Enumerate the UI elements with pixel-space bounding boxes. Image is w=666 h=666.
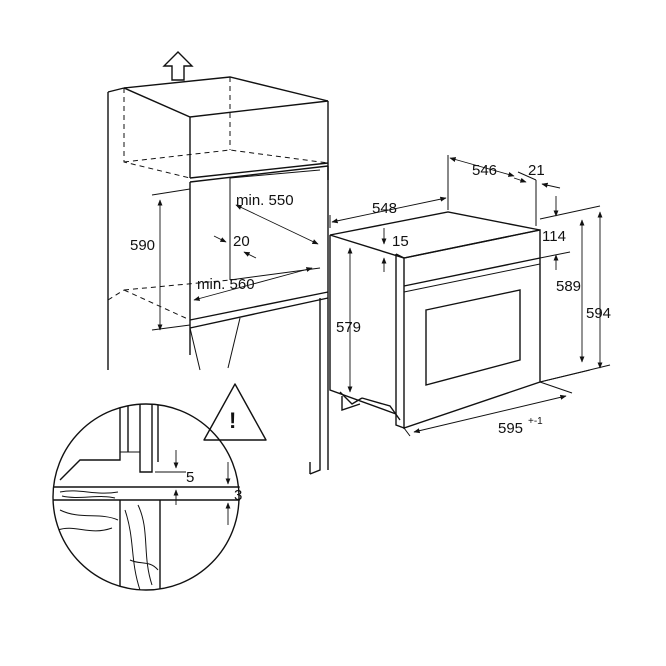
niche-height-dimension: 590 [130, 188, 191, 331]
niche-width-dimension: min. 550 [235, 192, 319, 245]
niche-offset-label: 20 [233, 233, 250, 250]
oven-height-total-label: 594 [586, 305, 611, 322]
oven-width-label: 595 [498, 420, 523, 437]
oven-height-body-label: 589 [556, 278, 581, 295]
callout-line [227, 317, 241, 369]
niche-depth-label: min. 560 [197, 276, 255, 293]
cabinet [107, 76, 329, 475]
detail-gap-a-label: 5 [186, 469, 194, 486]
detail-gap-a-dimension: 5 [155, 450, 194, 505]
oven-front-thickness-dimension: 21 [513, 162, 561, 226]
detail-gap-b-label: 3 [234, 487, 242, 504]
oven-height-total-dimension: 594 [539, 211, 611, 383]
oven-top-gap-dimension: 15 [381, 228, 409, 272]
niche-width-label: min. 550 [236, 192, 294, 209]
warning-triangle-icon: ! [203, 383, 267, 441]
niche-depth-dimension: min. 560 [193, 267, 313, 301]
oven-control-panel-dimension: 114 [539, 196, 601, 270]
oven-depth-dimension: 548 [329, 192, 449, 228]
oven-side-height-dimension: 579 [336, 247, 361, 393]
svg-text:!: ! [229, 408, 236, 433]
niche-offset-dimension: 20 [213, 233, 257, 259]
up-arrow-icon [162, 51, 194, 81]
oven-body-depth-label: 546 [472, 162, 497, 179]
callout-line [189, 327, 201, 371]
niche-height-label: 590 [130, 237, 155, 254]
oven-body-depth-dimension: 546 [447, 155, 537, 210]
oven-top-gap-label: 15 [392, 233, 409, 250]
oven-width-tolerance-label: +-1 [528, 416, 543, 427]
oven-front-thickness-label: 21 [528, 162, 545, 179]
oven-control-panel-label: 114 [542, 228, 566, 245]
oven-width-dimension: 595 +-1 [403, 381, 573, 437]
detail-gap-b-dimension: 3 [200, 462, 242, 525]
oven-depth-label: 548 [372, 200, 397, 217]
oven [329, 211, 541, 429]
oven-side-height-label: 579 [336, 319, 361, 336]
detail-magnifier [52, 403, 240, 591]
